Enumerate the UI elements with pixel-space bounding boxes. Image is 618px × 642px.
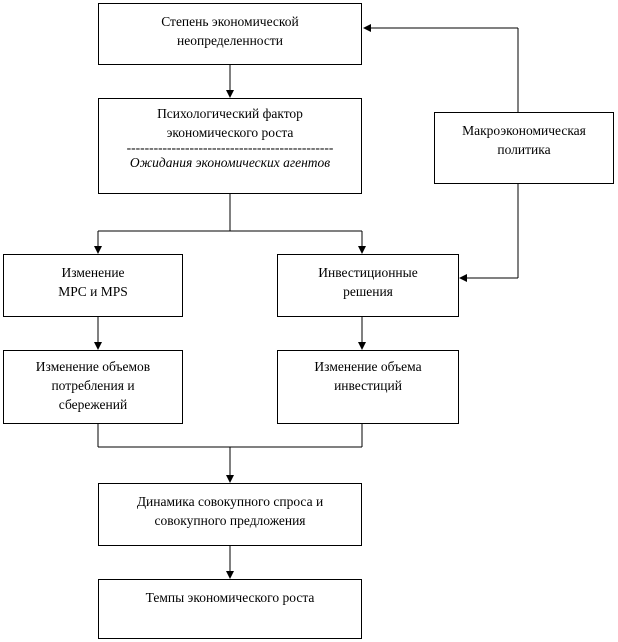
box-dynamics-line2: совокупного предложения [154, 513, 306, 528]
box-mpc-line1: Изменение [61, 265, 125, 280]
box-macro-policy: Макроэкономическая политика [434, 112, 614, 184]
box-consumption-line1: Изменение объемов [35, 359, 151, 374]
box-psych-line1: Психологический фактор [157, 106, 303, 121]
box-consumption-line3: сбережений [58, 397, 128, 412]
box-investment-decisions: Инвестиционные решения [277, 254, 459, 317]
box-dynamics-line1: Динамика совокупного спроса и [136, 494, 324, 509]
box-growth-rates: Темпы экономического роста [98, 579, 362, 639]
box-macro-line1: Макроэкономическая [462, 123, 586, 138]
box-consumption-line2: потребления и [51, 378, 135, 393]
box-growth-line1: Темпы экономического роста [145, 590, 315, 605]
box-invest-volume-line2: инвестиций [334, 378, 402, 393]
box-psychological-factor: Психологический фактор экономического ро… [98, 98, 362, 194]
box-investment-volume: Изменение объема инвестиций [277, 350, 459, 424]
box-invest-volume-line1: Изменение объема [314, 359, 422, 374]
box-uncertainty: Степень экономической неопределенности [98, 3, 362, 65]
box-invest-decisions-line1: Инвестиционные [318, 265, 418, 280]
box-psych-line2: экономического роста [166, 125, 294, 140]
box-aggregate-dynamics: Динамика совокупного спроса и совокупног… [98, 483, 362, 546]
box-uncertainty-line2: неопределенности [177, 33, 283, 48]
box-mpc-mps: Изменение MPC и MPS [3, 254, 183, 317]
box-psych-divider: ----------------------------------------… [126, 142, 334, 153]
box-psych-line3: Ожидания экономических агентов [129, 155, 331, 170]
box-mpc-line2: MPC и MPS [58, 284, 128, 299]
box-invest-decisions-line2: решения [343, 284, 393, 299]
box-consumption-savings: Изменение объемов потребления и сбережен… [3, 350, 183, 424]
box-macro-line2: политика [497, 142, 551, 157]
box-uncertainty-line1: Степень экономической [161, 14, 299, 29]
